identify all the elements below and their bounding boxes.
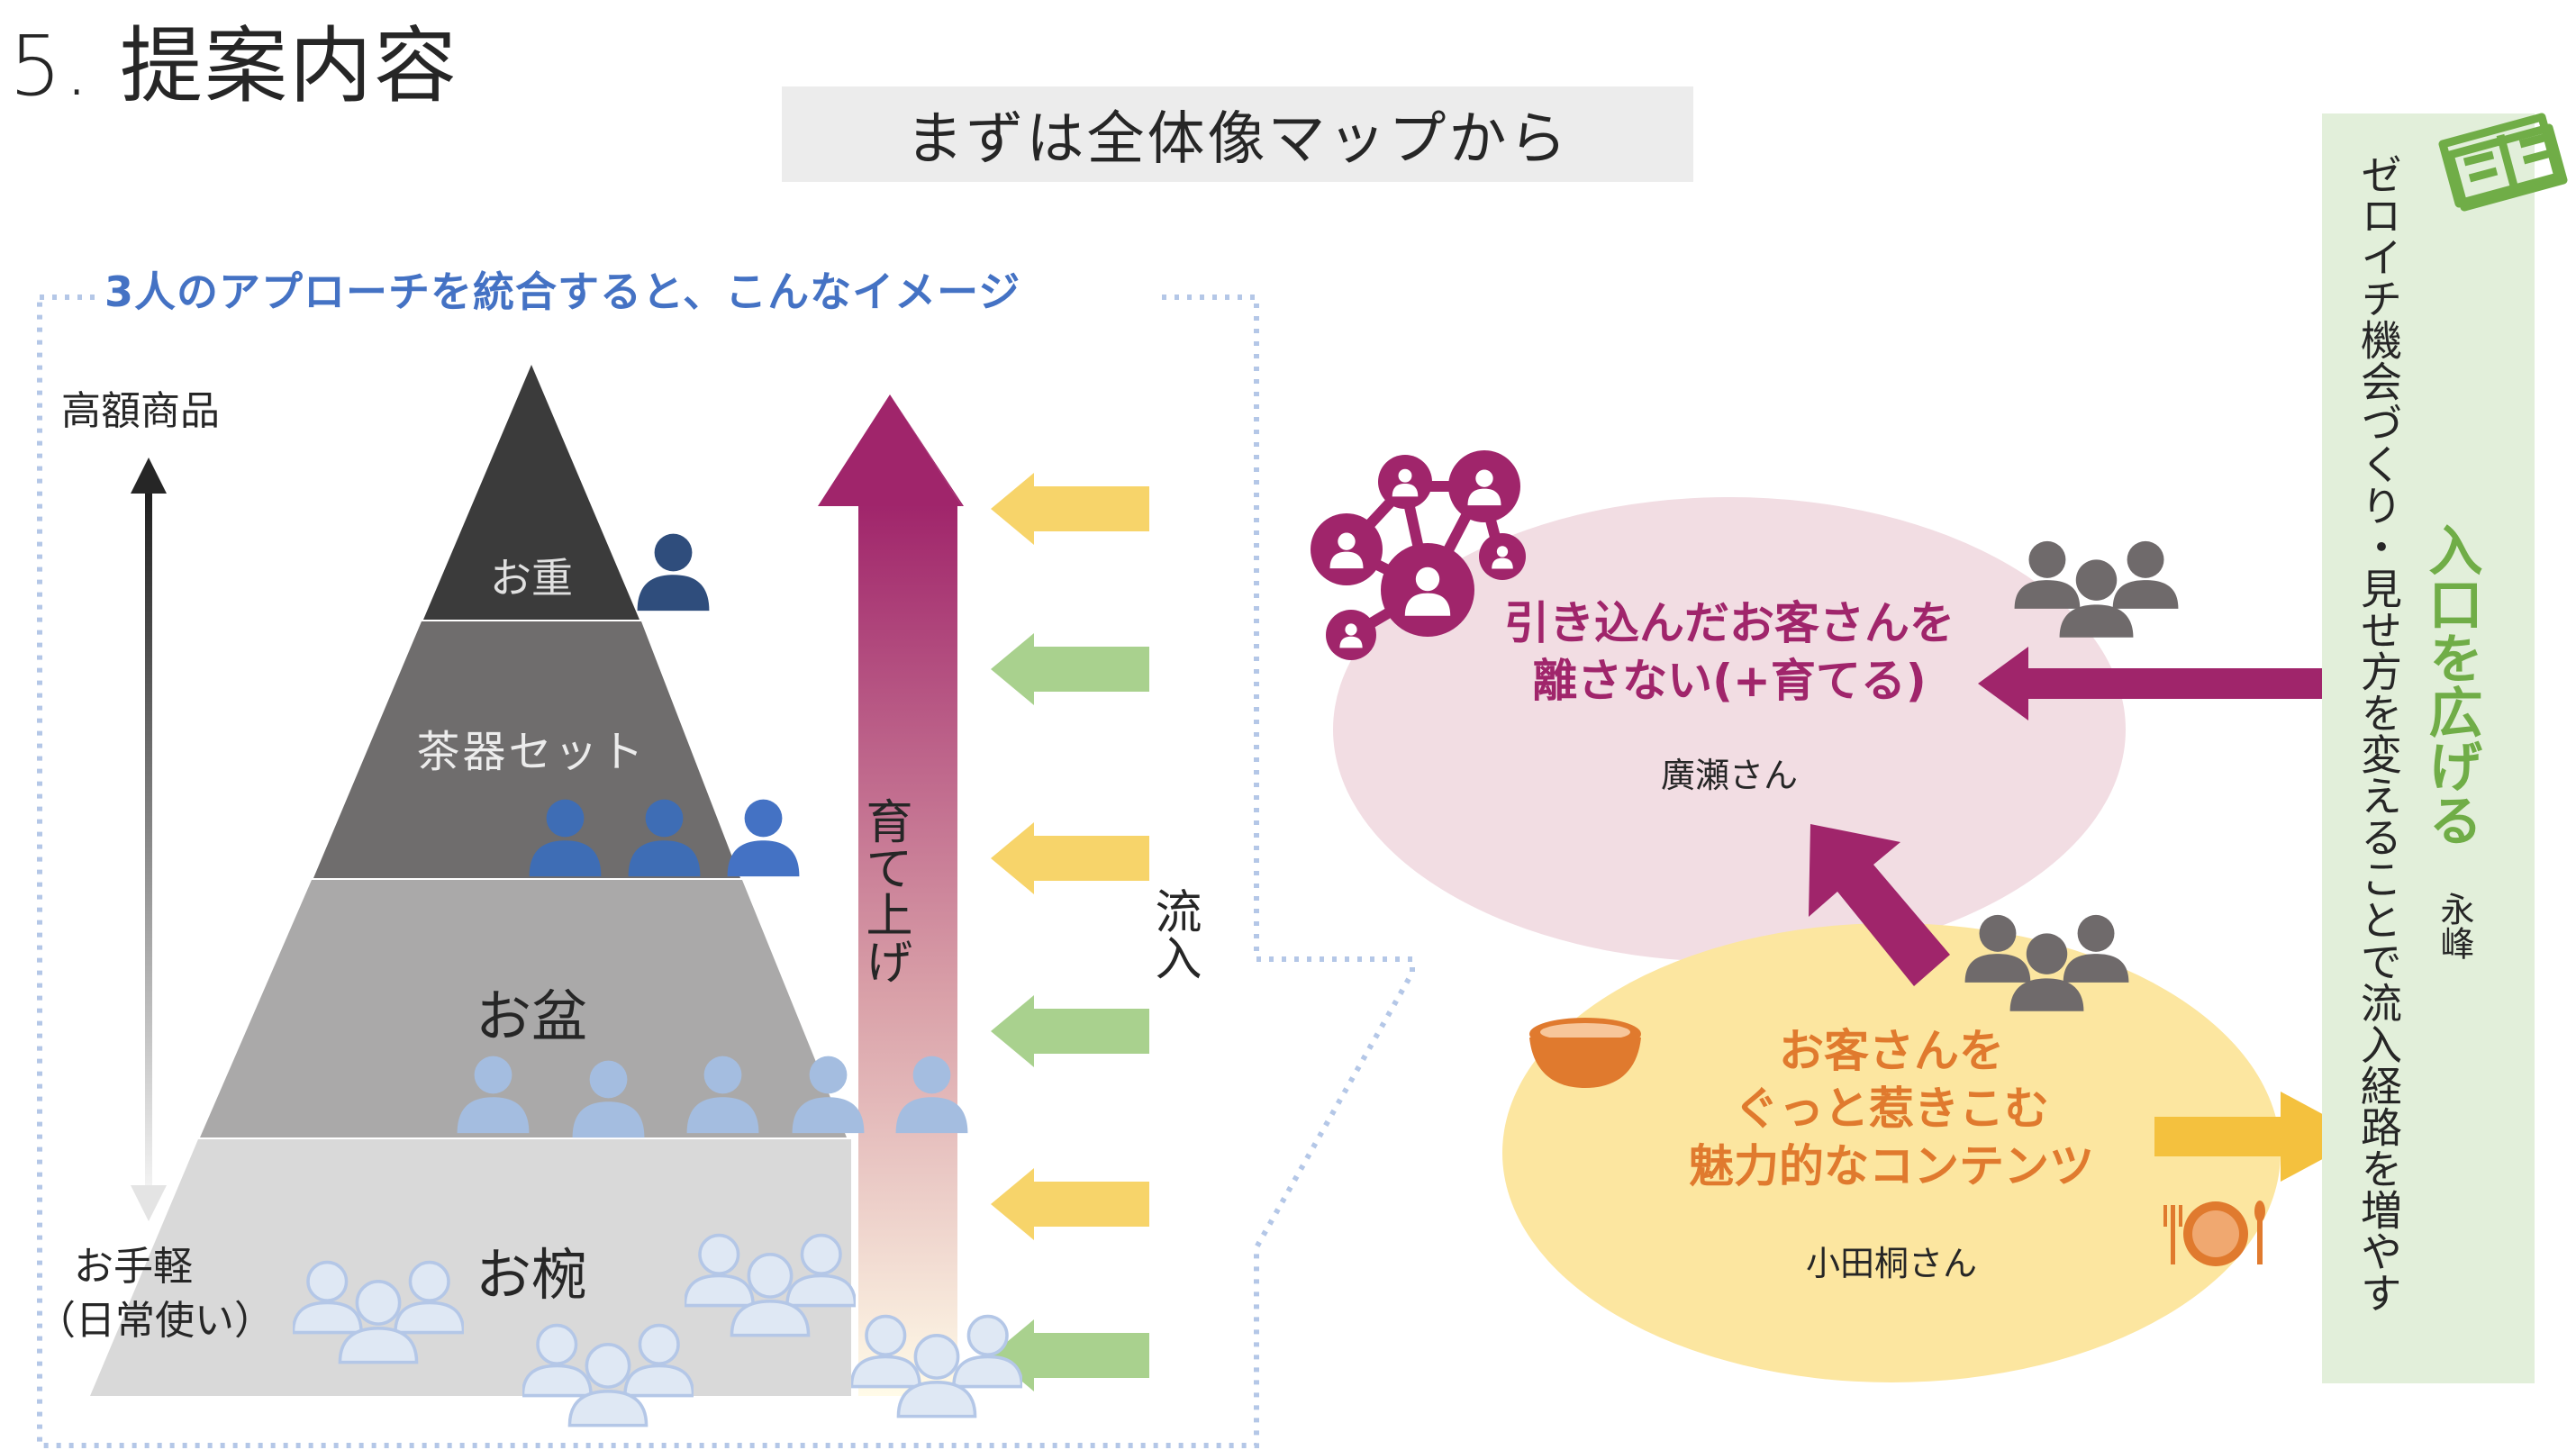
expand-body: ゼロイチ機会づくり・見せ方を変えることで流入経路を増やす (2354, 153, 2403, 1313)
expand-panel (2322, 113, 2535, 1383)
grow-label: 育て上げ (857, 797, 912, 984)
pyramid-tier-3 (200, 880, 847, 1137)
retain-ellipse (1333, 497, 2126, 962)
retain-title: 引き込んだお客さんを 離さない(+育てる) (1405, 594, 2054, 710)
page-title: 5. 提案内容 (9, 18, 459, 114)
bowl-icon (1529, 1018, 1641, 1088)
retain-title-line-1: 引き込んだお客さんを (1504, 597, 1955, 649)
expand-owner: 永峰 (2435, 892, 2474, 960)
expand-to-retain-arrow-head (1978, 647, 2028, 720)
book-icon (2438, 113, 2568, 212)
inflow-arrow-2 (991, 633, 1149, 705)
inflow-arrow-4 (991, 995, 1149, 1067)
axis-top-label: 高額商品 (61, 388, 220, 434)
tier-1-label: お重 (490, 554, 573, 603)
attract-to-panel-arrow (2154, 1092, 2364, 1182)
inflow-arrow-5 (991, 1168, 1149, 1240)
inflow-arrow-3 (991, 822, 1149, 894)
dotted-frame (37, 295, 1415, 1448)
pyramid-tier-2 (313, 621, 740, 878)
attract-title-line-2: ぐっと惹きこむ (1734, 1083, 2049, 1135)
grow-arrow-head-right (890, 394, 964, 506)
grow-arrow-shaft (858, 504, 957, 1396)
caption-mask (99, 270, 1162, 324)
plate-icon (2163, 1201, 2265, 1266)
network-nodes (1311, 450, 1526, 660)
price-axis-arrow-up (131, 458, 167, 494)
tier-2-label: 茶器セット (416, 727, 647, 777)
person-icon (637, 533, 710, 612)
retain-owner: 廣瀬さん (1660, 756, 1798, 795)
expand-heading: 入口を広げる (2419, 522, 2482, 847)
price-axis-bar (145, 494, 152, 1185)
expand-to-retain-arrow-body (2027, 668, 2328, 699)
attract-title: お客さんを ぐっと惹きこむ 魅力的なコンテンツ (1603, 1022, 2180, 1195)
inflow-arrows (991, 473, 1149, 1391)
attract-title-line-3: 魅力的なコンテンツ (1689, 1140, 2094, 1192)
subtitle-text: まずは全体像マップから (905, 106, 1570, 173)
person-icon (727, 799, 800, 877)
subtitle-banner: まずは全体像マップから (782, 86, 1693, 182)
pyramid-tier-1 (423, 365, 639, 620)
attract-to-retain-arrow (1809, 824, 1950, 986)
diagram-caption: 3人のアプローチを統合すると、こんなイメージ (104, 267, 1021, 316)
tier-3-label: お盆 (475, 983, 587, 1049)
inflow-arrow-1 (991, 473, 1149, 545)
attract-ellipse (1502, 923, 2281, 1382)
axis-bottom-label-1: お手軽 (74, 1244, 193, 1290)
axis-bottom-label-2: （日常使い） (36, 1298, 274, 1344)
inflow-arrow-6 (991, 1319, 1149, 1391)
attract-owner: 小田桐さん (1805, 1244, 1977, 1283)
price-axis-arrow-down (131, 1185, 167, 1221)
inflow-label: 流入 (1147, 887, 1201, 981)
tier-4-label: お椀 (475, 1242, 587, 1308)
retain-title-line-2: 離さない(+育てる) (1532, 655, 1927, 707)
attract-title-line-1: お客さんを (1779, 1025, 2004, 1077)
grow-arrow-head (818, 394, 962, 506)
